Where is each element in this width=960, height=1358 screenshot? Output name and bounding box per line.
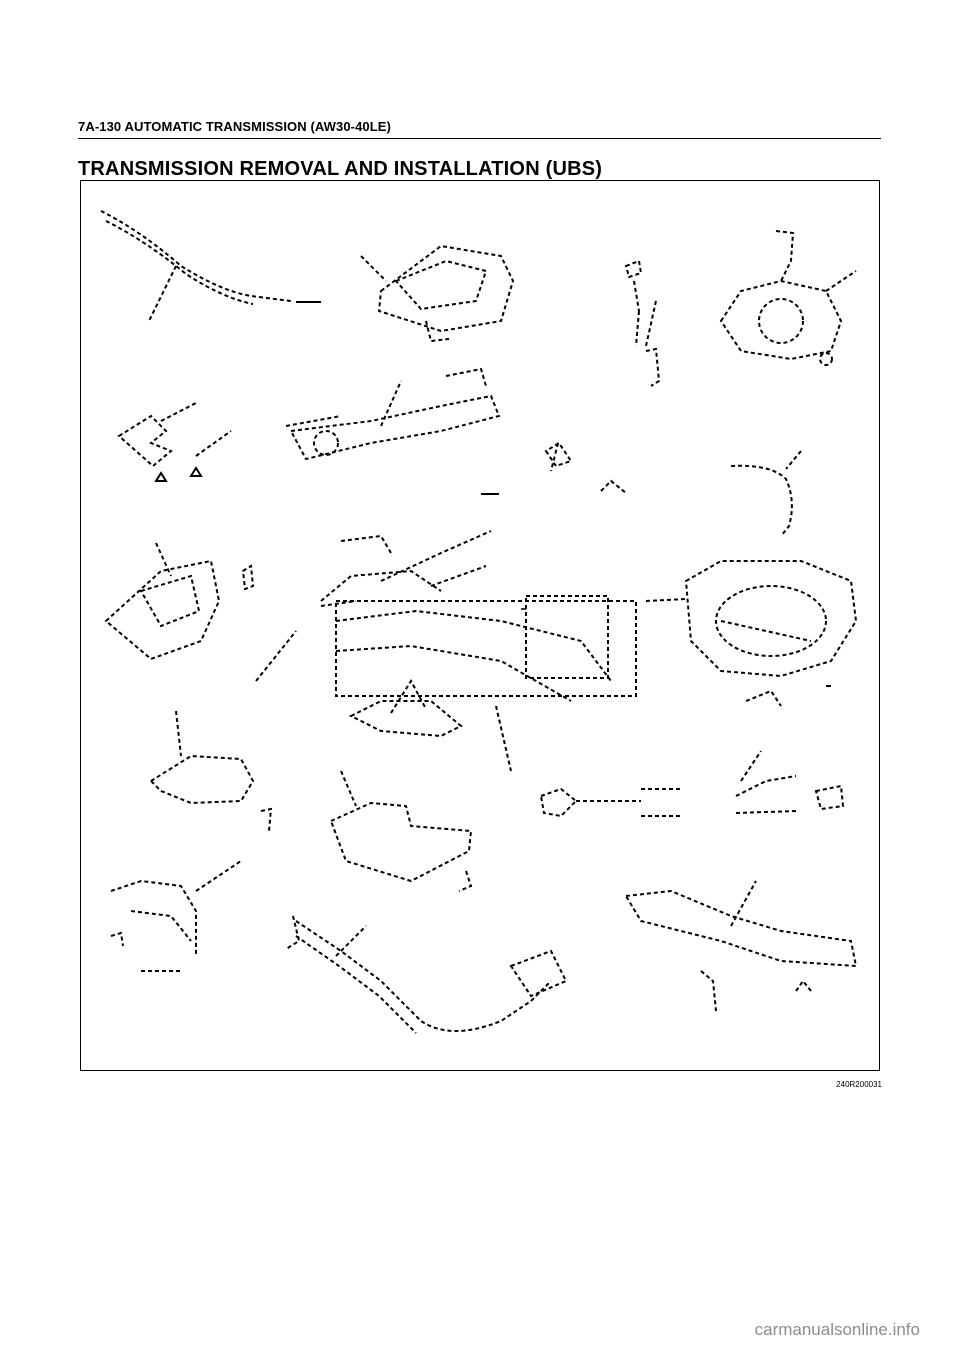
watermark: carmanualsonline.info xyxy=(754,1320,920,1339)
page-header: 7A-130 AUTOMATIC TRANSMISSION (AW30-40LE… xyxy=(78,119,392,134)
exploded-view-figure xyxy=(80,180,880,1071)
rear-crossmember xyxy=(285,367,501,461)
exhaust-pipe-front xyxy=(100,210,321,322)
propeller-shaft-front xyxy=(539,750,845,818)
shift-linkage xyxy=(624,259,661,387)
transfer-case xyxy=(645,560,858,707)
transmission-assembly xyxy=(320,530,637,772)
engine-rear-mount xyxy=(104,542,297,682)
exhaust-pipe-rear xyxy=(285,915,568,1034)
frame-bracket xyxy=(149,710,273,832)
exploded-view-drawing xyxy=(100,210,858,1034)
second-crossmember xyxy=(624,880,858,1012)
transfer-assembly xyxy=(719,230,857,366)
section-title: TRANSMISSION REMOVAL AND INSTALLATION (U… xyxy=(78,158,603,180)
floor-panel xyxy=(329,770,473,892)
oil-cooler-line xyxy=(730,450,802,537)
header-rule xyxy=(78,138,881,139)
figure-code: 240R200031 xyxy=(836,1080,882,1089)
bracket-left xyxy=(117,402,232,482)
parking-brake-cable xyxy=(110,860,242,972)
heat-shield xyxy=(360,244,515,343)
small-fasteners xyxy=(481,441,627,495)
